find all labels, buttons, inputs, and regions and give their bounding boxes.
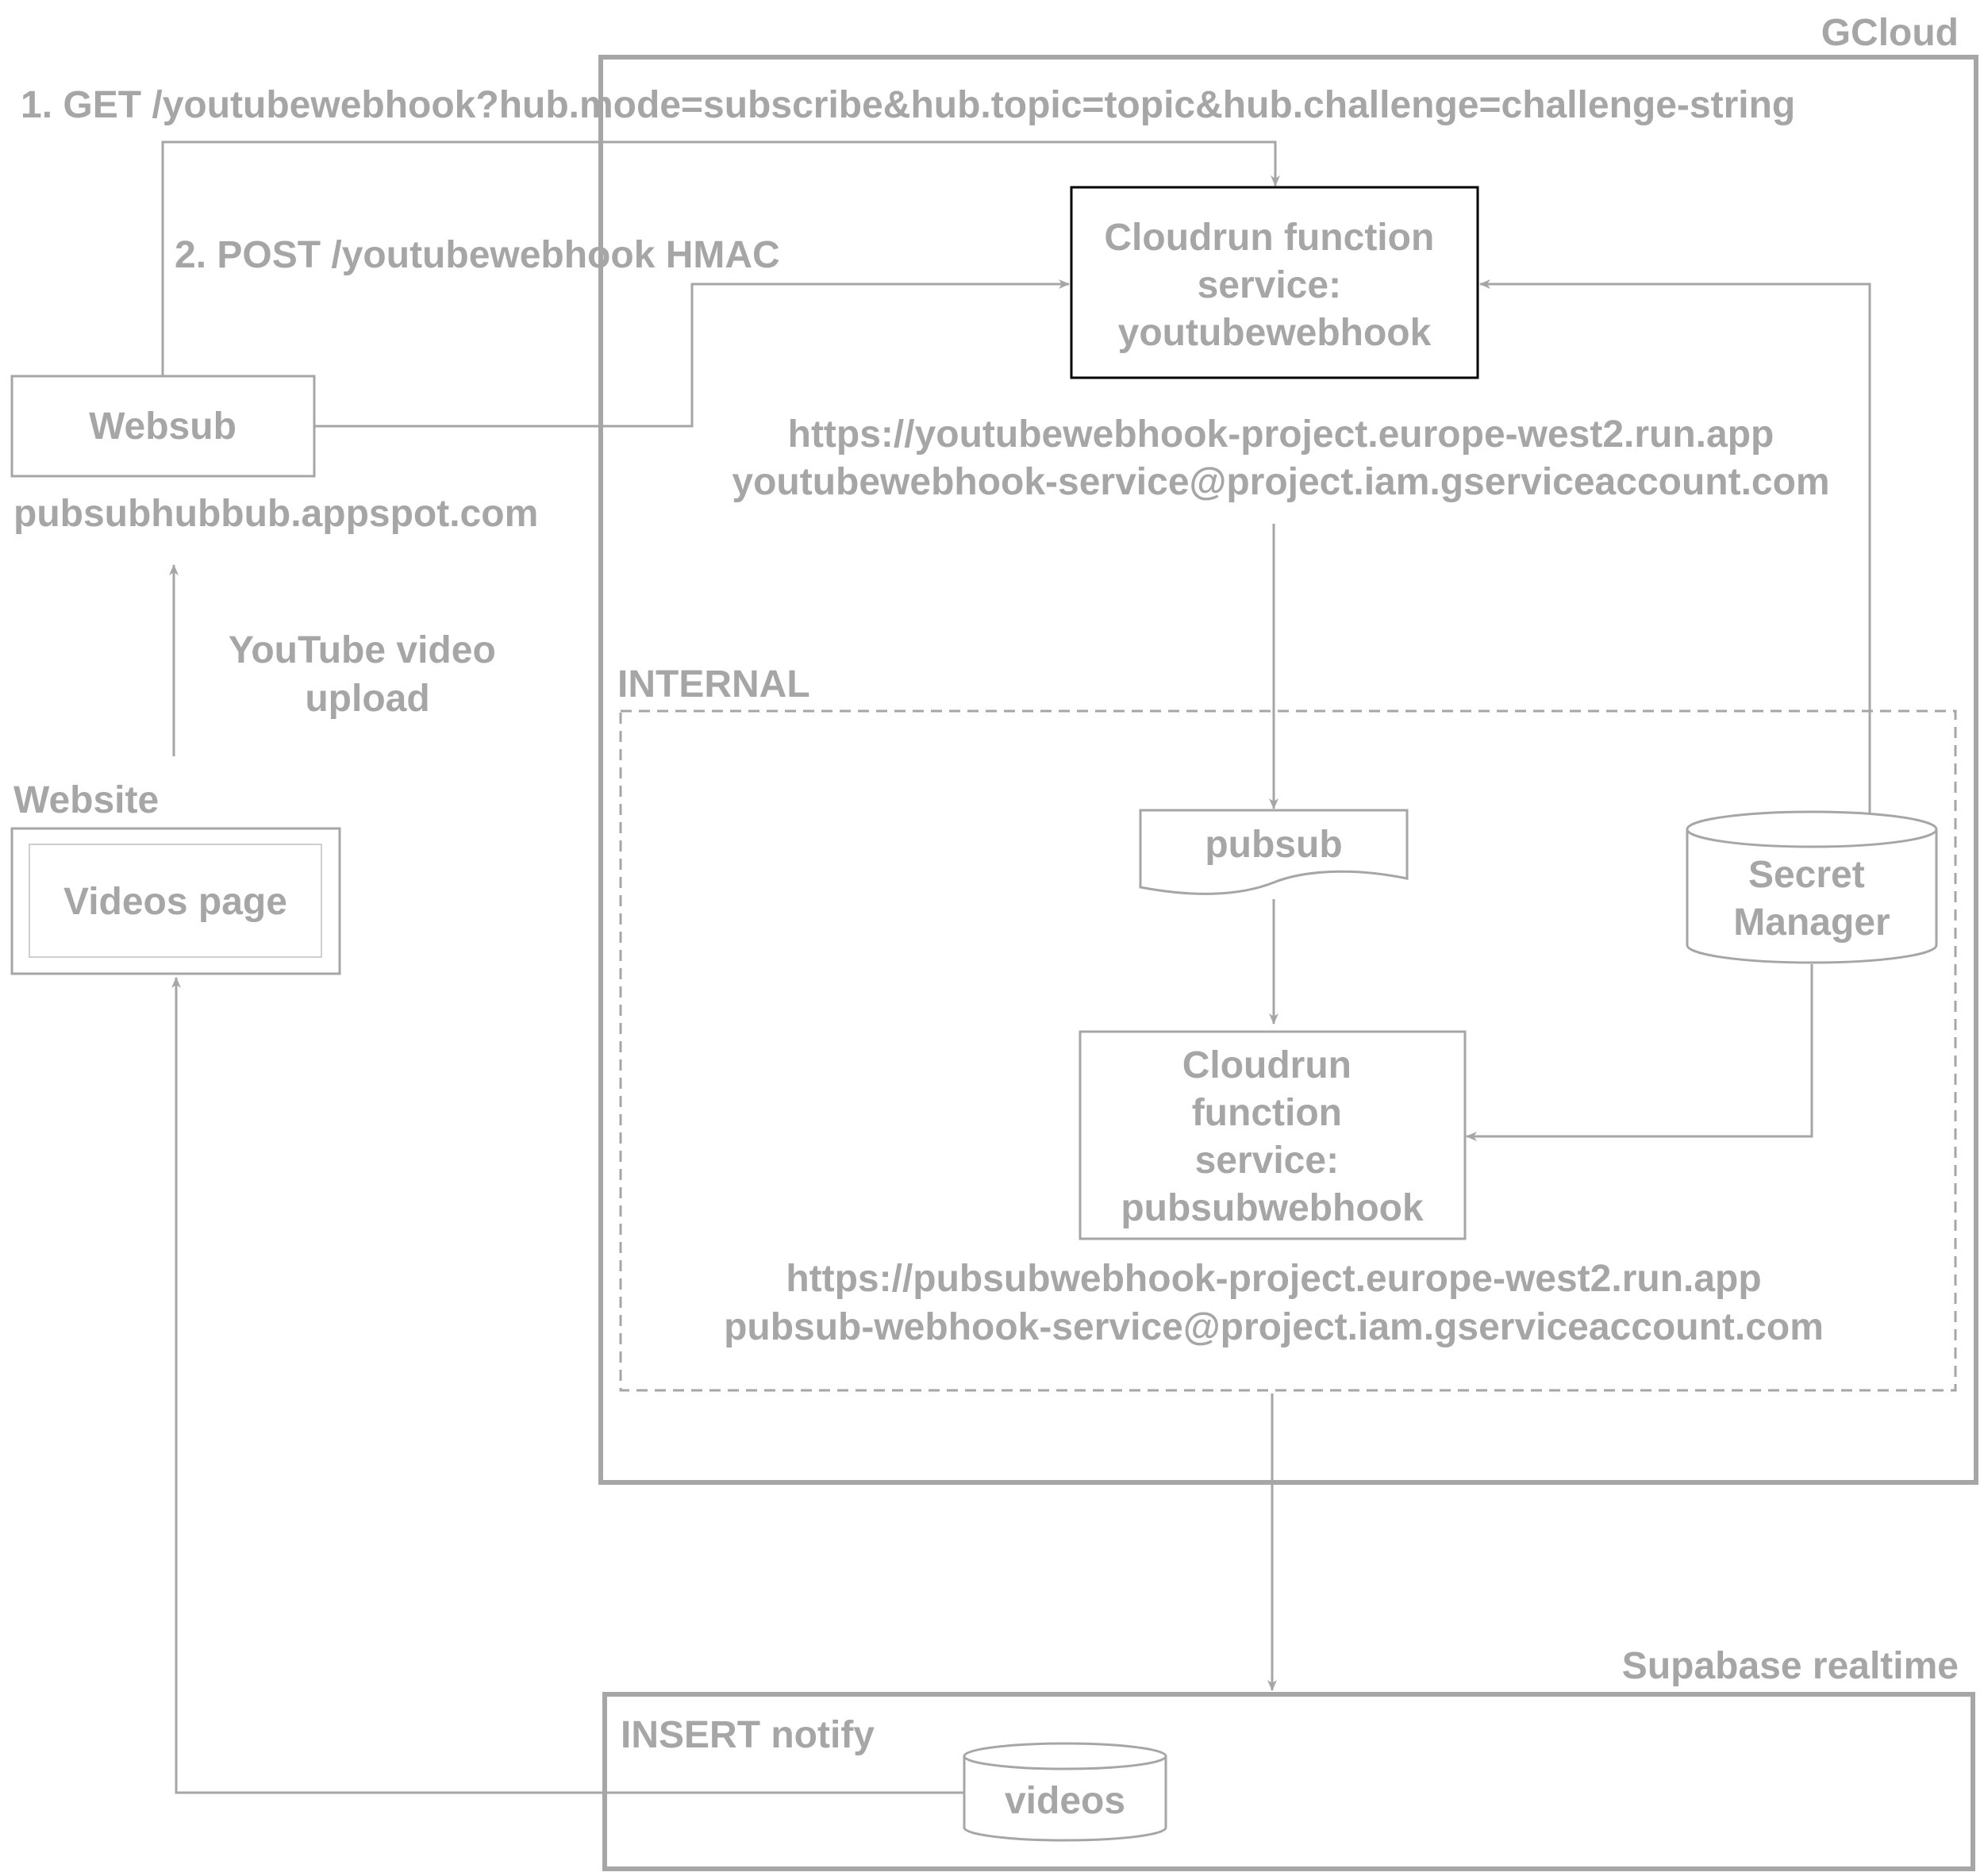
websub-host: pubsubhubbub.appspot.com — [13, 493, 538, 535]
website-label: Website — [13, 779, 159, 821]
youtubewebhook-node[interactable] — [1070, 186, 1479, 379]
pubsubwebhook-label: Cloudrun function service: pubsubwebhook — [1121, 1044, 1424, 1229]
youtubewebhook-url: https://youtubewebhook-project.europe-we… — [788, 413, 1774, 456]
edge-post-hmac — [314, 279, 1070, 428]
videos-page-node[interactable] — [29, 844, 322, 958]
pubsub-node[interactable] — [1139, 809, 1409, 895]
pubsub-label: pubsub — [1205, 824, 1342, 866]
videos-table-label: videos — [1005, 1780, 1125, 1822]
pubsubwebhook-url: https://pubsubwebhook-project.europe-wes… — [786, 1258, 1761, 1300]
videos-table-node[interactable] — [963, 1742, 1167, 1842]
youtubewebhook-label: Cloudrun function service: youtubewebhoo… — [1104, 217, 1444, 354]
edge-secret-to-youtubewebhook — [1479, 279, 1871, 815]
internal-label: INTERNAL — [617, 663, 810, 705]
edge-get-subscribe — [161, 140, 1280, 376]
pubsubwebhook-node[interactable] — [1079, 1030, 1467, 1240]
gcloud-label: GCloud — [1821, 12, 1959, 54]
youtubewebhook-service-account: youtubewebhook-service@project.iam.gserv… — [732, 461, 1829, 503]
pubsubwebhook-service-account: pubsub-webhook-service@project.iam.gserv… — [724, 1306, 1824, 1348]
edge-get-subscribe-label: 1. GET /youtubewebhook?hub.mode=subscrib… — [21, 84, 1795, 126]
insert-notify-label: INSERT notify — [621, 1714, 875, 1756]
supabase-label: Supabase realtime — [1622, 1645, 1959, 1687]
supabase-boundary — [602, 1692, 1975, 1871]
websub-label: Websub — [89, 406, 236, 448]
websub-node[interactable] — [10, 375, 316, 478]
internal-boundary — [619, 709, 1957, 1392]
secret-manager-label: Secret Manager — [1733, 854, 1890, 944]
gcloud-boundary — [598, 55, 1978, 1485]
edge-secret-to-pubsubwebhook — [1466, 964, 1813, 1141]
edge-youtube-upload-label: YouTube video upload — [229, 629, 506, 720]
edge-videos-to-website — [171, 977, 964, 1794]
edge-post-hmac-label: 2. POST /youtubewebhook HMAC — [175, 234, 780, 276]
videos-page-label: Videos page — [63, 881, 287, 923]
secret-manager-node[interactable] — [1686, 810, 1938, 964]
